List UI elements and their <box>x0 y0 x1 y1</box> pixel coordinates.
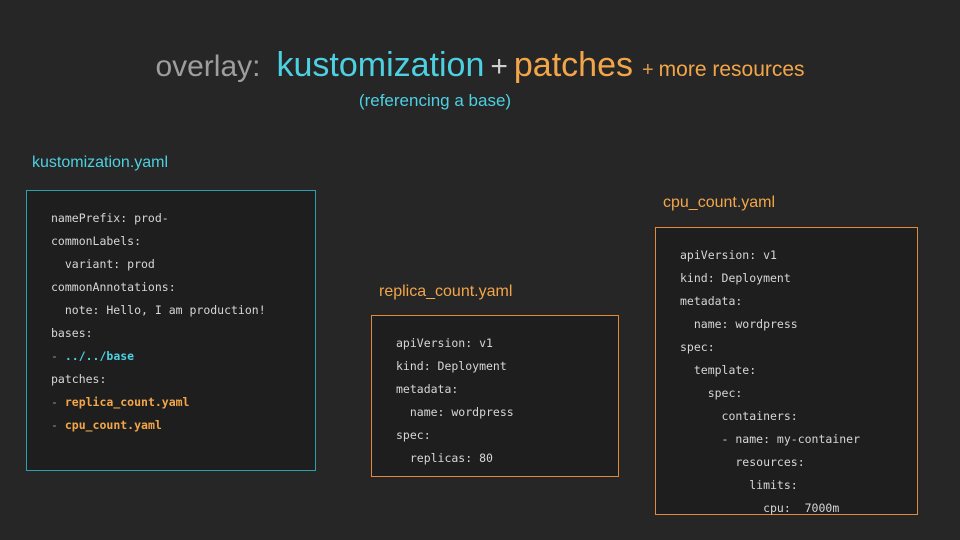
code-line-text: template: <box>680 363 757 377</box>
code-line: - ../../base <box>51 345 301 368</box>
code-line: patches: <box>51 368 301 391</box>
headline-term-patches: patches <box>513 46 633 84</box>
code-line-text: patches: <box>51 372 107 386</box>
code-line: name: wordpress <box>396 401 604 424</box>
headline: overlay:kustomization+patches+more resou… <box>0 48 960 82</box>
code-line: commonLabels: <box>51 230 301 253</box>
code-line: kind: Deployment <box>680 267 903 290</box>
code-line: apiVersion: v1 <box>680 244 903 267</box>
code-line-text: ../../base <box>64 349 135 363</box>
code-line: kind: Deployment <box>396 355 604 378</box>
code-line-text: kind: Deployment <box>680 271 791 285</box>
code-line-text: name: wordpress <box>680 317 798 331</box>
code-line-text: commonLabels: <box>51 234 142 248</box>
headline-plus-one: + <box>490 50 508 83</box>
headline-prefix: overlay: <box>155 50 261 83</box>
code-line: spec: <box>396 424 604 447</box>
code-line-text: cpu: 7000m <box>680 501 840 515</box>
code-line: cpu: 7000m <box>680 497 903 520</box>
code-line-text: note: Hello, I am production! <box>51 303 266 317</box>
code-line-text: replica_count.yaml <box>64 395 190 409</box>
code-line: spec: <box>680 382 903 405</box>
code-line: - replica_count.yaml <box>51 391 301 414</box>
code-line-text: spec: <box>396 428 431 442</box>
code-line-text: spec: <box>680 340 715 354</box>
code-line-text: spec: <box>680 386 743 400</box>
code-line: metadata: <box>680 290 903 313</box>
panel-label-kustomization-yaml: kustomization.yaml <box>32 154 169 171</box>
slide-title-block: overlay:kustomization+patches+more resou… <box>0 48 960 111</box>
code-line: variant: prod <box>51 253 301 276</box>
code-line-text: metadata: <box>680 294 743 308</box>
headline-plus-two: + <box>641 59 654 81</box>
code-line-text: kind: Deployment <box>396 359 507 373</box>
code-line: spec: <box>680 336 903 359</box>
code-line-text: containers: <box>680 409 798 423</box>
code-line-text: apiVersion: v1 <box>680 248 777 262</box>
code-line-text: apiVersion: v1 <box>396 336 493 350</box>
code-line: replicas: 80 <box>396 447 604 470</box>
list-dash: - <box>51 418 65 432</box>
list-dash: - <box>51 349 65 363</box>
headline-tail: more resources <box>658 58 805 81</box>
code-line: name: wordpress <box>680 313 903 336</box>
code-line: resources: <box>680 451 903 474</box>
code-line-text: commonAnnotations: <box>51 280 176 294</box>
headline-term-kustomization: kustomization <box>276 46 485 84</box>
code-line: namePrefix: prod- <box>51 207 301 230</box>
code-line: - name: my-container <box>680 428 903 451</box>
code-line-text: name: wordpress <box>396 405 514 419</box>
code-line-text: limits: <box>680 478 798 492</box>
code-line: apiVersion: v1 <box>396 332 604 355</box>
headline-subtitle: (referencing a base) <box>358 91 512 110</box>
code-line-text: variant: prod <box>51 257 155 271</box>
code-line: containers: <box>680 405 903 428</box>
panel-label-replica-count-yaml: replica_count.yaml <box>379 283 513 300</box>
code-line-text: namePrefix: prod- <box>51 211 169 225</box>
list-dash: - <box>51 395 65 409</box>
code-line: metadata: <box>396 378 604 401</box>
code-line-text: metadata: <box>396 382 459 396</box>
code-line-text: - name: my-container <box>680 432 861 446</box>
code-line: note: Hello, I am production! <box>51 299 301 322</box>
code-line: commonAnnotations: <box>51 276 301 299</box>
code-box-kustomization-yaml: namePrefix: prod-commonLabels: variant: … <box>26 190 316 471</box>
code-line-text: replicas: 80 <box>396 451 493 465</box>
code-line-text: bases: <box>51 326 93 340</box>
code-line-text: cpu_count.yaml <box>64 418 162 432</box>
code-line: limits: <box>680 474 903 497</box>
code-line: - cpu_count.yaml <box>51 414 301 437</box>
code-line: bases: <box>51 322 301 345</box>
panel-label-cpu-count-yaml: cpu_count.yaml <box>663 194 776 211</box>
code-line: template: <box>680 359 903 382</box>
code-line-text: resources: <box>680 455 805 469</box>
